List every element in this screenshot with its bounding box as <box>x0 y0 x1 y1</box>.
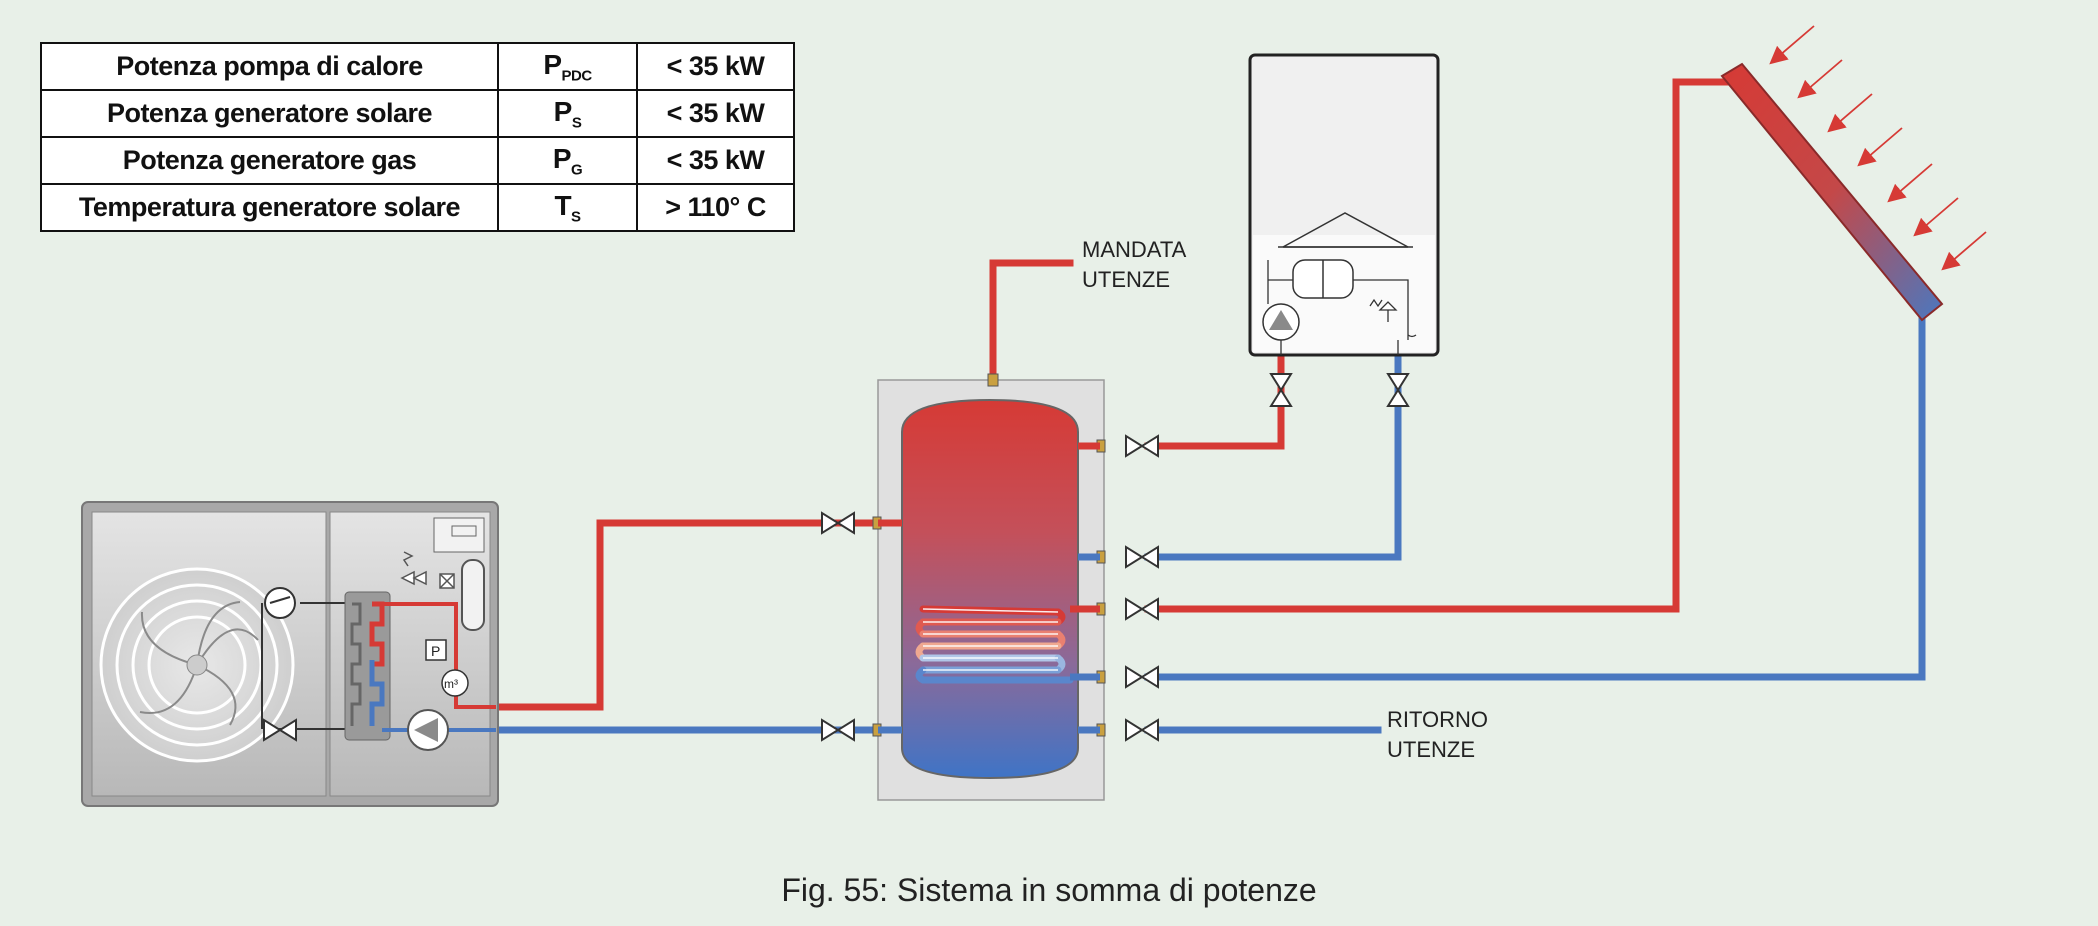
figure-caption: Fig. 55: Sistema in somma di potenze <box>781 872 1317 908</box>
cold-pipes <box>492 312 1926 734</box>
row-value: < 35 kW <box>636 136 795 185</box>
row-value: < 35 kW <box>636 42 795 91</box>
boiler-safety-valve-icon <box>1369 298 1398 322</box>
valve-icon <box>821 511 855 535</box>
flow-meter-icon <box>441 669 469 697</box>
circulator-pump-icon <box>407 709 449 751</box>
pressure-gauge-label: P <box>431 643 440 659</box>
valve-icon <box>1269 373 1293 407</box>
solar-rays <box>1769 25 1987 271</box>
row-value: > 110° C <box>636 183 795 232</box>
pressure-gauge-icon <box>425 639 447 661</box>
row-symbol: PPDC <box>497 42 638 91</box>
spec-table: Potenza pompa di calore PPDC < 35 kW Pot… <box>40 42 795 232</box>
solar-collector <box>1720 62 1944 322</box>
gas-boiler <box>1248 53 1440 357</box>
table-row: Potenza pompa di calore PPDC < 35 kW <box>40 42 795 91</box>
row-label: Temperatura generatore solare <box>40 183 499 232</box>
heat-pump-unit: P m³ <box>81 501 499 807</box>
row-symbol: TS <box>497 183 638 232</box>
valve-icon <box>1386 373 1410 407</box>
mandata-label-line2: UTENZE <box>1082 267 1170 292</box>
storage-tank <box>872 373 1106 801</box>
valves <box>821 373 1410 742</box>
valve-icon <box>1125 597 1159 621</box>
ritorno-label-line2: UTENZE <box>1387 737 1475 762</box>
table-row: Potenza generatore solare PS < 35 kW <box>40 89 795 138</box>
valve-icon <box>1125 545 1159 569</box>
mandata-label-line1: MANDATA <box>1082 237 1187 262</box>
expansion-valve-icon <box>263 718 297 742</box>
valve-icon <box>1125 665 1159 689</box>
compressor-icon <box>264 587 296 619</box>
vent-valve-icon <box>439 573 455 589</box>
valve-icon <box>821 718 855 742</box>
table-row: Temperatura generatore solare TS > 110° … <box>40 183 795 232</box>
row-symbol: PG <box>497 136 638 185</box>
row-value: < 35 kW <box>636 89 795 138</box>
row-label: Potenza generatore solare <box>40 89 499 138</box>
table-row: Potenza generatore gas PG < 35 kW <box>40 136 795 185</box>
boiler-pump-icon <box>1262 303 1300 341</box>
valve-icon <box>1125 718 1159 742</box>
flow-meter-label: m³ <box>444 677 458 691</box>
hot-pipes <box>492 78 1734 711</box>
safety-valve-icon <box>400 551 427 586</box>
row-label: Potenza generatore gas <box>40 136 499 185</box>
row-label: Potenza pompa di calore <box>40 42 499 91</box>
expansion-vessel-icon <box>461 559 485 631</box>
ritorno-label-line1: RITORNO <box>1387 707 1488 732</box>
valve-icon <box>1125 434 1159 458</box>
row-symbol: PS <box>497 89 638 138</box>
